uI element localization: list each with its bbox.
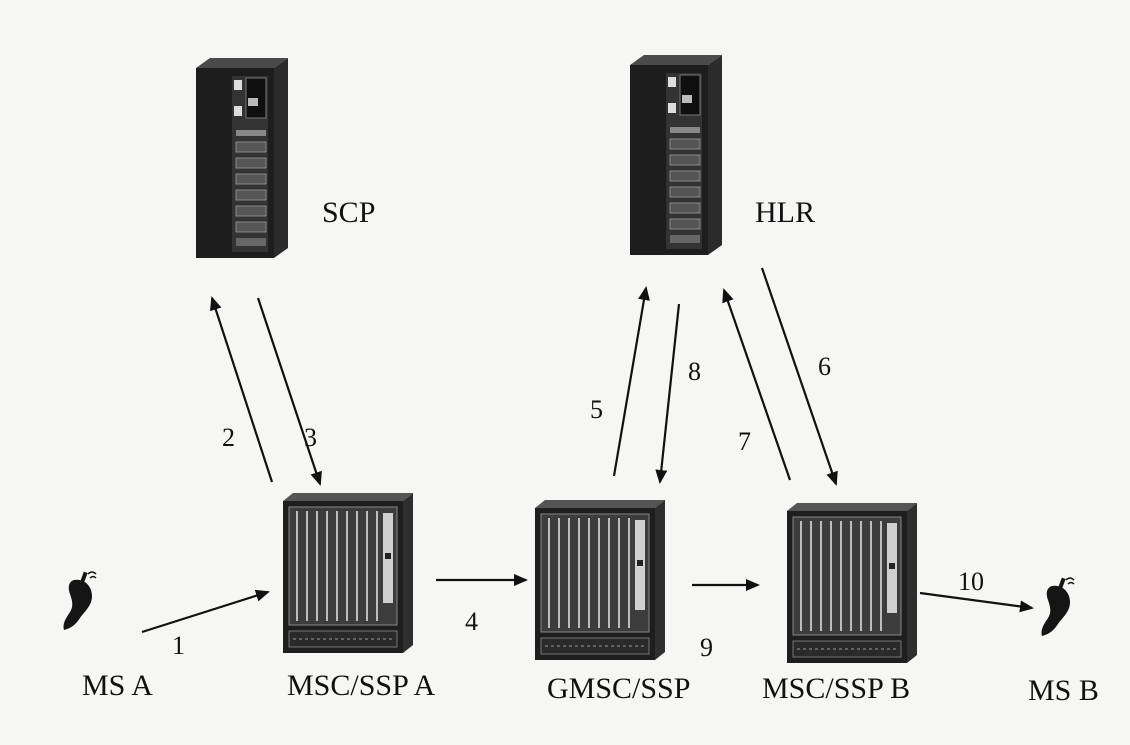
step-label-9: 9	[700, 633, 713, 662]
ms-a-phone-icon	[62, 570, 97, 631]
msc-ssp-a-label: MSC/SSP A	[287, 669, 435, 702]
step-label-6: 6	[818, 352, 831, 381]
ms-b-label: MS B	[1028, 674, 1099, 707]
ms-b-phone-icon	[1040, 576, 1075, 637]
arrow-step-2	[210, 296, 274, 483]
arrow-step-3	[256, 297, 322, 486]
step-label-7: 7	[738, 427, 751, 456]
step-label-10: 10	[958, 567, 984, 596]
step-label-3: 3	[304, 423, 317, 452]
step-label-5: 5	[590, 395, 603, 424]
scp-label: SCP	[322, 196, 375, 229]
arrow-step-1	[141, 589, 270, 634]
gmsc-ssp-label: GMSC/SSP	[547, 672, 690, 705]
arrow-step-8	[655, 303, 681, 484]
hlr-server-icon	[629, 54, 723, 256]
scp-server-icon	[195, 57, 289, 259]
msc-ssp-b-rack-icon	[786, 502, 918, 664]
step-label-4: 4	[465, 607, 478, 636]
arrow-step-10	[919, 591, 1034, 613]
msc-ssp-a-rack-icon	[282, 492, 414, 654]
arrow-step-7	[722, 288, 792, 481]
gmsc-ssp-rack-icon	[534, 499, 666, 661]
msc-ssp-b-label: MSC/SSP B	[762, 672, 910, 705]
step-label-8: 8	[688, 357, 701, 386]
hlr-label: HLR	[755, 196, 815, 229]
arrow-step-5	[612, 286, 650, 477]
step-label-2: 2	[222, 423, 235, 452]
step-label-1: 1	[172, 631, 185, 660]
ms-a-label: MS A	[82, 669, 153, 702]
arrow-step-6	[760, 267, 838, 486]
